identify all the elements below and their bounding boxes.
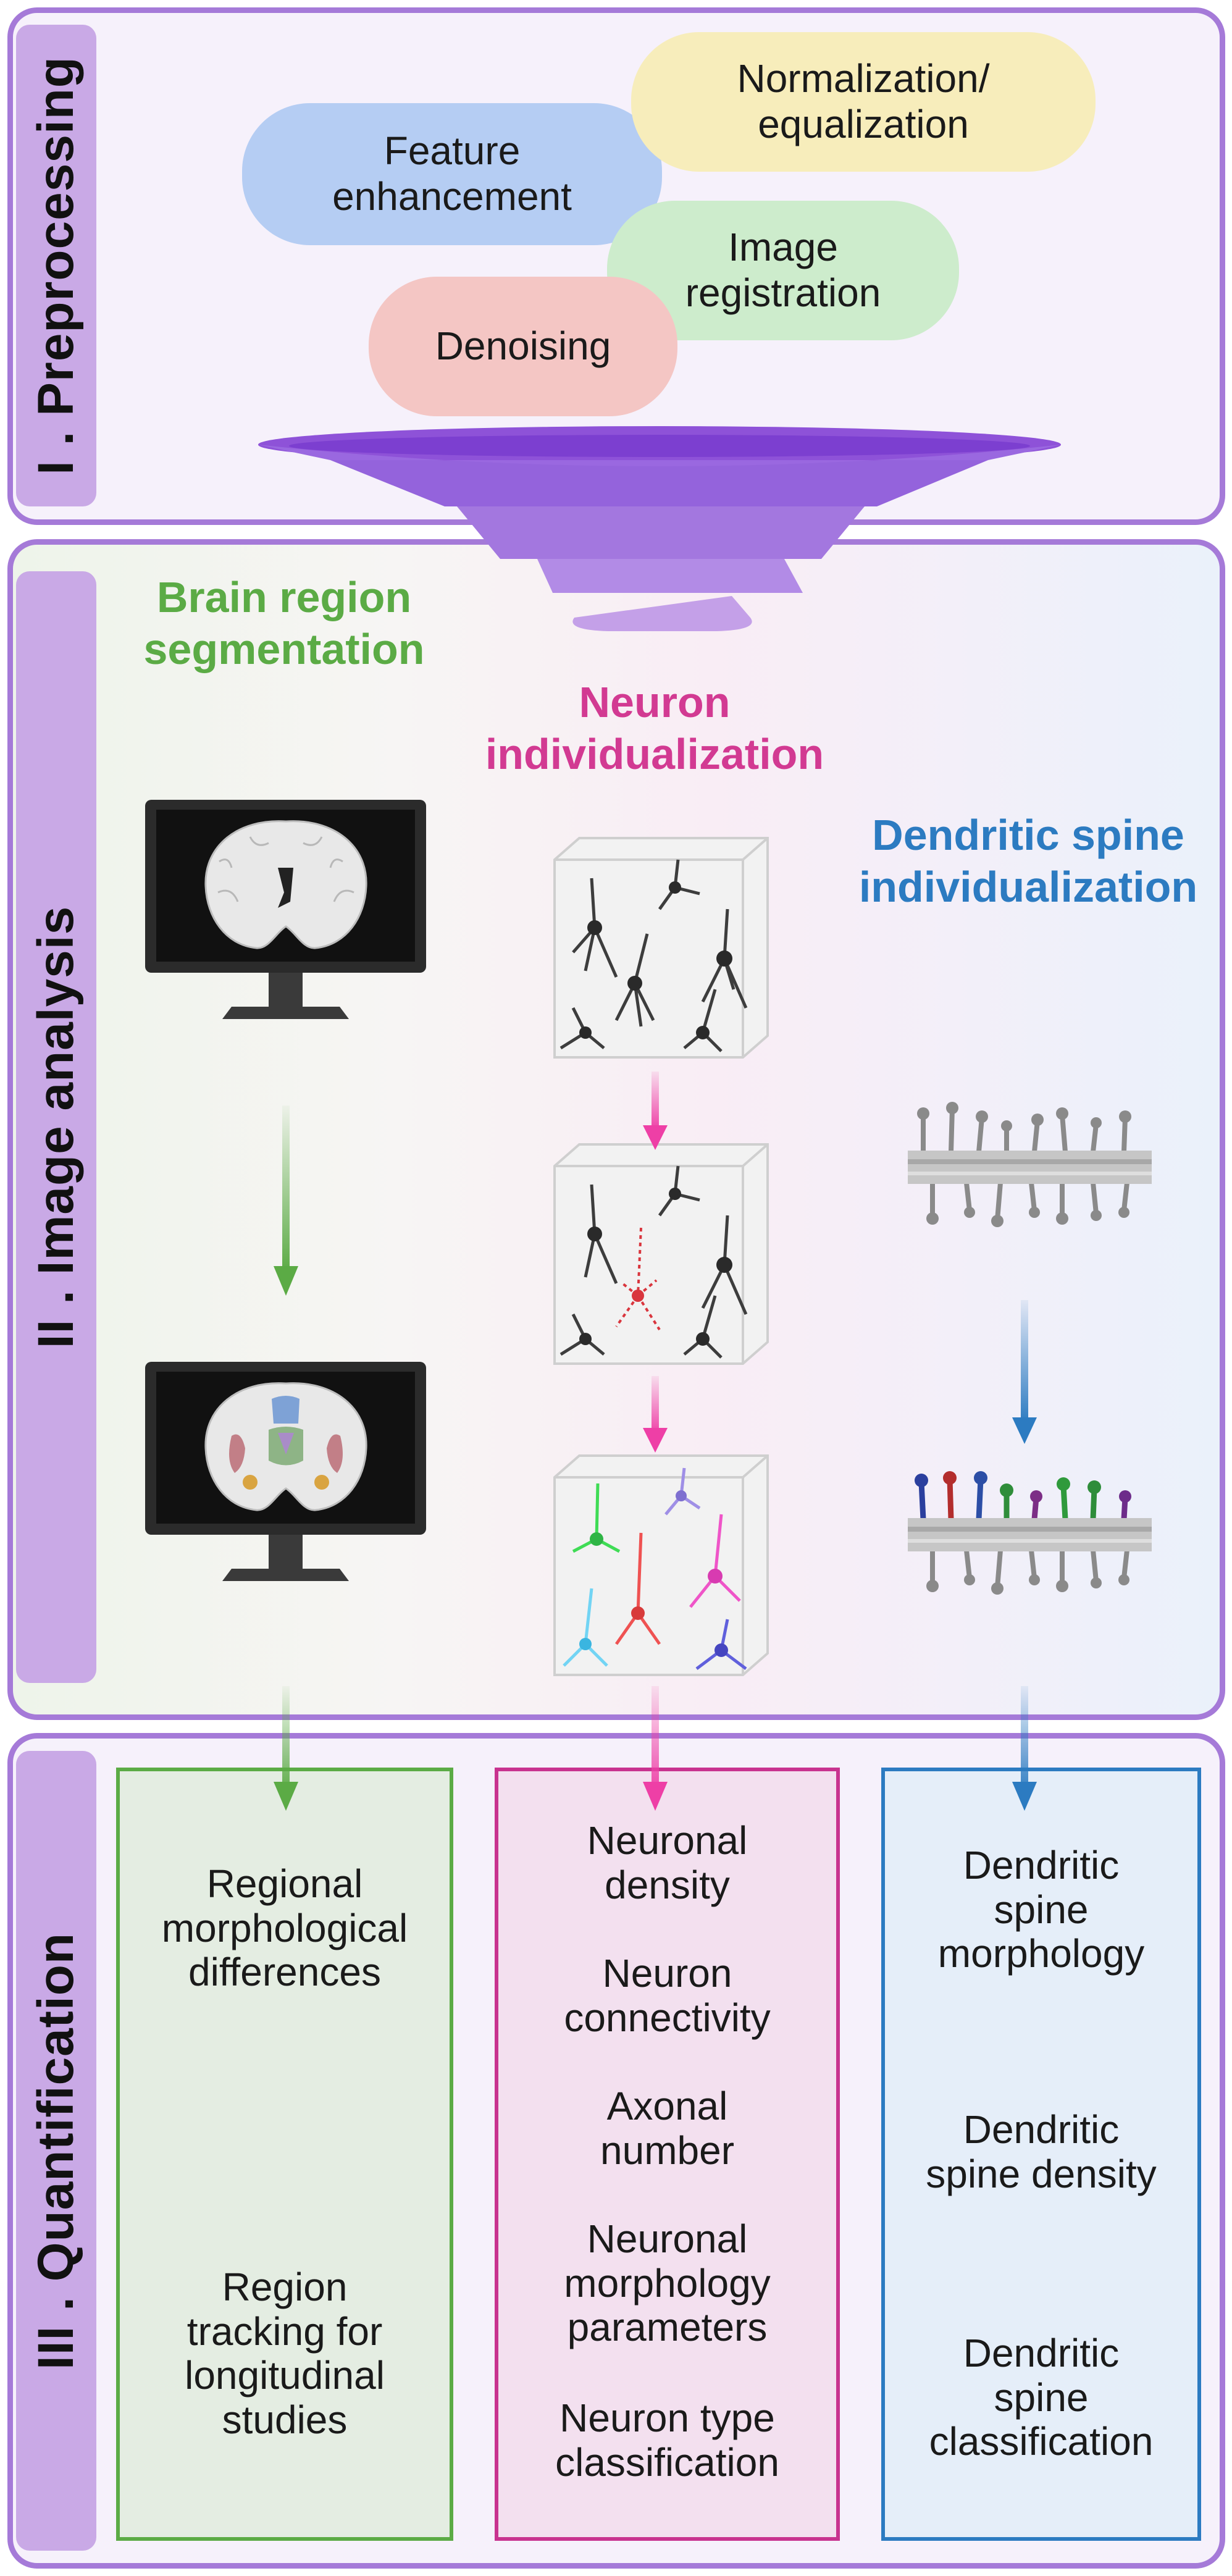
dendrite-colored-icon — [908, 1471, 1152, 1595]
preprocessing-tab: I . Preprocessing — [16, 25, 96, 506]
neuron-quant-item-1: Neuronal density — [587, 1818, 748, 1907]
neuron-quant-item-3: Axonal number — [600, 2084, 734, 2173]
neuron-volume-raw-icon — [553, 837, 769, 1059]
arrow-spine-1 — [1012, 1300, 1037, 1444]
brain-quant-item-2: Region tracking for longitudinal studies — [185, 2265, 385, 2443]
normalization-pill: Normalization/ equalization — [631, 32, 1096, 172]
denoising-pill: Denoising — [369, 277, 677, 416]
spine-quantification-box — [881, 1768, 1201, 2541]
spine-quant-item-1: Dendritic spine morphology — [937, 1843, 1145, 1976]
arrow-neuron-3 — [643, 1686, 668, 1811]
arrow-spine-2 — [1012, 1686, 1037, 1811]
brain-quant-item-1: Regional morphological differences — [161, 1861, 408, 1995]
neuron-quant-item-5: Neuron type classification — [555, 2396, 779, 2485]
neuron-individualization-heading: Neuron individualization — [485, 678, 824, 778]
quantification-tab: III . Quantification — [16, 1751, 96, 2551]
arrows-to-quantification — [274, 1686, 1037, 1811]
arrows-layer — [274, 1072, 1037, 1453]
feature-enhancement-pill: Feature enhancement — [242, 103, 662, 245]
neuron-quant-item-2: Neuron connectivity — [564, 1951, 771, 2040]
monitor-segmented-brain-icon — [145, 1362, 426, 1581]
neuron-quant-item-4: Neuronal morphology parameters — [564, 2217, 771, 2350]
brain-segmentation-heading: Brain region segmentation — [143, 573, 425, 673]
neuron-volume-colored-icon — [553, 1454, 769, 1676]
brain-quantification-box — [116, 1768, 453, 2541]
arrow-neuron-2 — [643, 1376, 668, 1453]
spine-quant-item-2: Dendritic spine density — [926, 2107, 1157, 2196]
spine-individualization-heading: Dendritic spine individualization — [858, 811, 1198, 911]
quantification-title: III . Quantification — [28, 1932, 85, 2370]
arrow-brain-2 — [274, 1686, 298, 1811]
neuron-volume-traced-icon — [553, 1143, 769, 1365]
dendrite-raw-icon — [908, 1102, 1152, 1227]
arrow-brain-1 — [274, 1105, 298, 1296]
spine-quant-item-3: Dendritic spine classification — [929, 2331, 1154, 2464]
image-analysis-tab: II . Image analysis — [16, 571, 96, 1683]
neuron-quantification-box — [495, 1768, 840, 2541]
monitor-brain-icon — [145, 800, 426, 1019]
funnel-icon — [258, 426, 1061, 631]
arrow-neuron-1 — [643, 1072, 668, 1150]
